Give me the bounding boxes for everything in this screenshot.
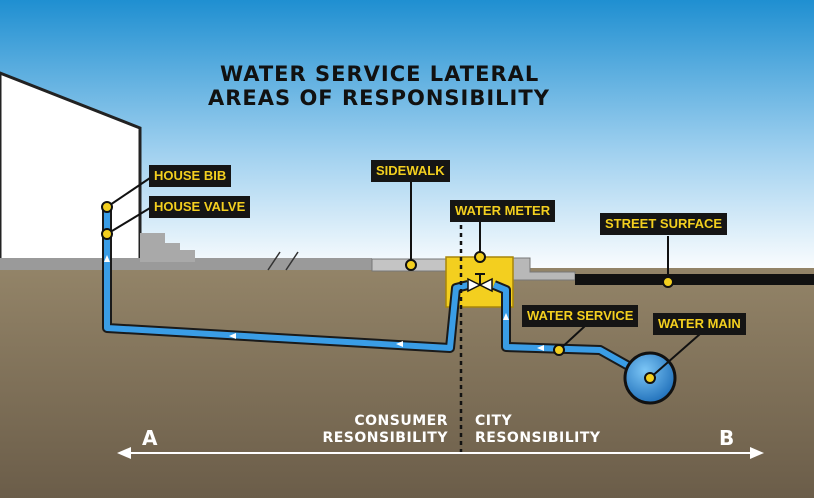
end-label-b: B	[719, 426, 735, 450]
house-valve-dot	[101, 228, 113, 240]
yard-slab	[0, 258, 372, 270]
street-surface	[575, 274, 814, 285]
water-meter-label: WATER METER	[450, 200, 556, 222]
street-surface-dot	[662, 276, 674, 288]
consumer-line1: CONSUMER	[354, 413, 448, 429]
break-mark	[267, 251, 281, 271]
house-bib-dot	[101, 201, 113, 213]
street-surface-label: STREET SURFACE	[600, 213, 728, 235]
sidewalk-dot	[405, 259, 417, 271]
water-main-label: WATER MAIN	[653, 313, 746, 335]
water-main-dot	[644, 372, 656, 384]
right-arrowhead	[750, 447, 764, 459]
flow-arrow	[104, 255, 110, 262]
flow-arrow	[396, 341, 403, 347]
flow-arrow	[229, 333, 236, 339]
house-bib-label: HOUSE BIB	[149, 165, 232, 187]
steps	[140, 233, 195, 262]
diagram-title-line2: AREAS OF RESPONSIBILITY	[208, 86, 550, 110]
consumer-responsibility: CONSUMER RESONSIBILITY	[280, 413, 448, 447]
water-service-dot	[553, 344, 565, 356]
left-arrowhead	[117, 447, 131, 459]
city-responsibility: CITY RESONSIBILITY	[475, 413, 645, 447]
diagram-title-line1: WATER SERVICE LATERAL	[220, 62, 540, 86]
water-meter-dot	[474, 251, 486, 263]
meter-valve-icon	[467, 277, 482, 293]
end-label-a: A	[142, 426, 158, 450]
flow-arrow	[503, 313, 509, 320]
sidewalk-label: SIDEWALK	[371, 160, 450, 182]
flow-arrow	[537, 345, 544, 351]
city-line2: RESONSIBILITY	[475, 430, 601, 446]
consumer-line2: RESONSIBILITY	[322, 430, 448, 446]
city-line1: CITY	[475, 413, 513, 429]
break-mark	[285, 251, 299, 271]
water-service-label: WATER SERVICE	[522, 305, 639, 327]
ground	[0, 268, 814, 498]
house-valve-label: HOUSE VALVE	[149, 196, 251, 218]
